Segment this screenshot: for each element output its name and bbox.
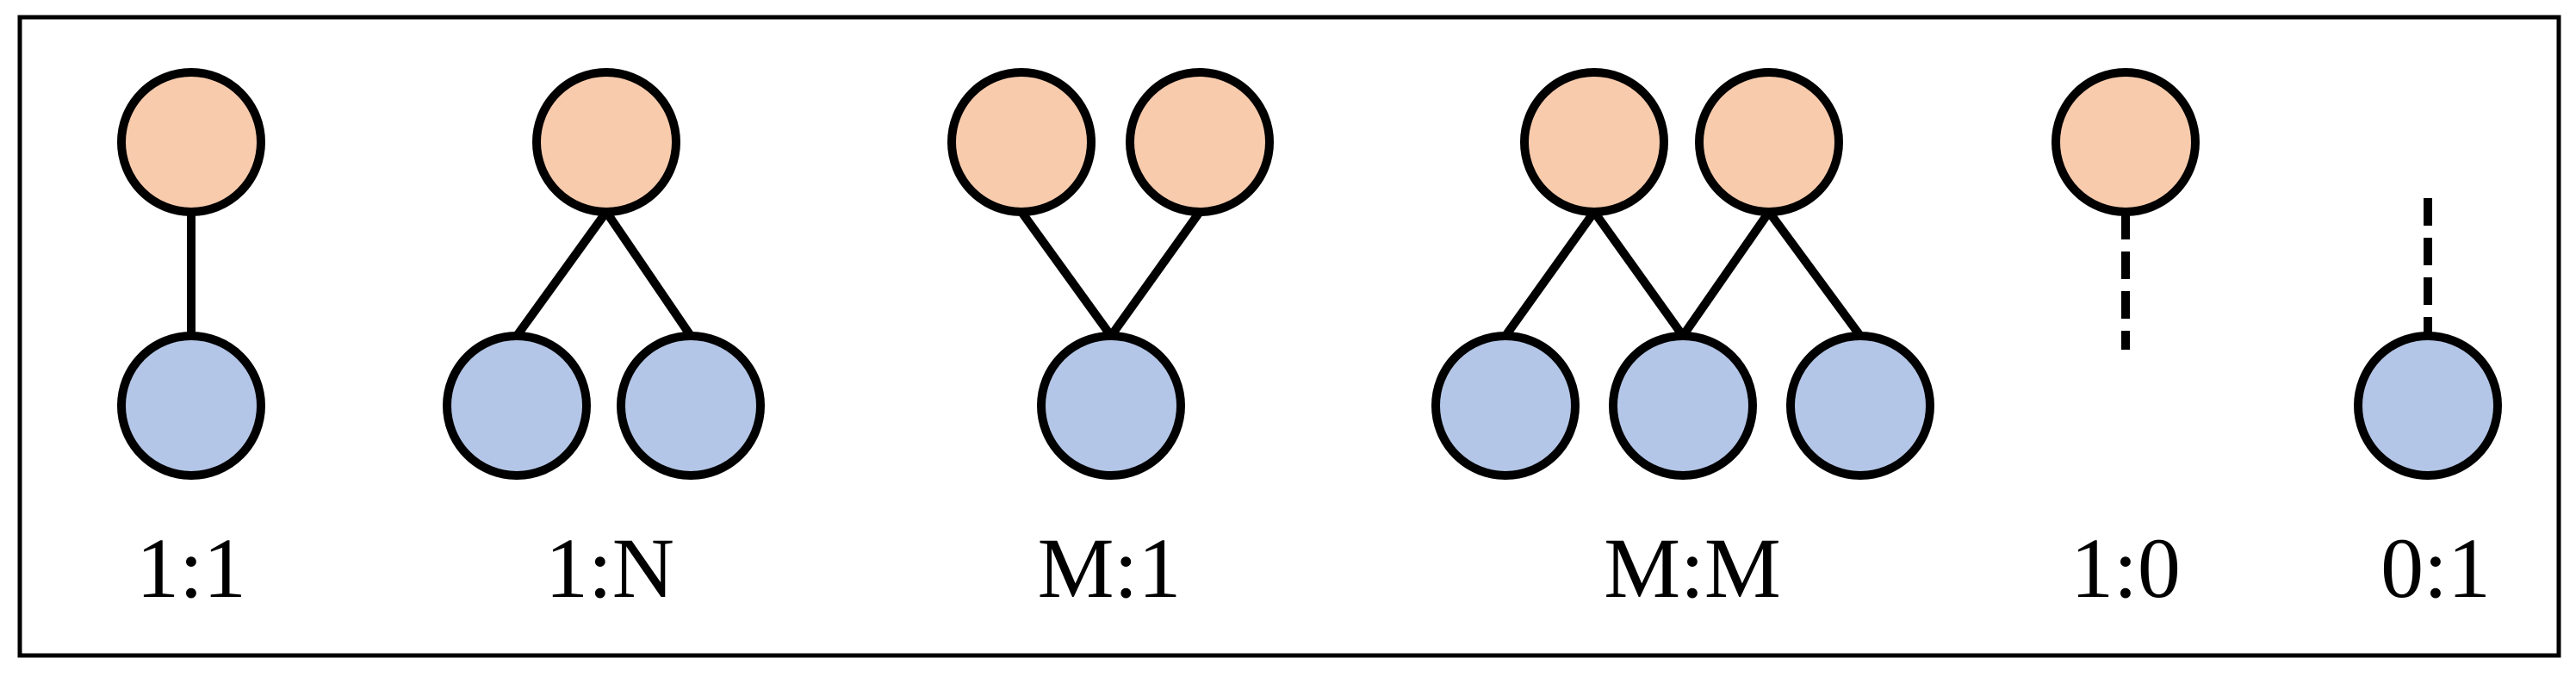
solid-edge: [512, 209, 611, 338]
cardinality-label: M:M: [1604, 520, 1781, 616]
child-node: [1786, 332, 1934, 480]
cardinality-label: 0:1: [2380, 520, 2491, 616]
child-node: [2354, 332, 2502, 480]
child-node: [117, 332, 265, 480]
solid-edge: [1590, 209, 1687, 338]
parent-node: [947, 68, 1096, 216]
child-node: [1037, 332, 1185, 480]
parent-node: [532, 68, 680, 216]
child-node: [617, 332, 765, 480]
solid-edge: [602, 209, 695, 338]
solid-edge: [1679, 209, 1773, 338]
cardinality-label: 1:1: [136, 520, 246, 616]
solid-edge: [1501, 209, 1598, 338]
cardinality-label: M:1: [1038, 520, 1182, 616]
parent-node: [1695, 68, 1843, 216]
solid-edge: [1017, 209, 1115, 338]
solid-edge: [1765, 209, 1865, 338]
diagram-border: [17, 15, 2561, 658]
parent-node: [1520, 68, 1668, 216]
cardinality-label: 1:N: [545, 520, 674, 616]
child-node: [1609, 332, 1757, 480]
parent-node: [117, 68, 265, 216]
parent-node: [1126, 68, 1274, 216]
solid-edge: [1107, 209, 1204, 338]
child-node: [443, 332, 591, 480]
cardinality-label: 1:0: [2070, 520, 2181, 616]
child-node: [1431, 332, 1580, 480]
parent-node: [2051, 68, 2200, 216]
